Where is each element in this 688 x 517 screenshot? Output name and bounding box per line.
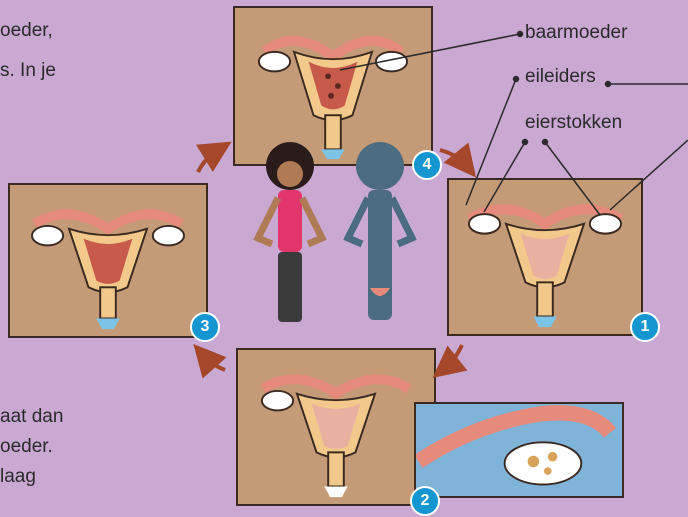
body-text-line: s. In je bbox=[0, 56, 56, 86]
uterus-illustration bbox=[238, 350, 434, 504]
uterus-illustration bbox=[449, 180, 641, 334]
body-text-line: laag bbox=[0, 462, 36, 492]
girls-illustration bbox=[240, 138, 430, 338]
step-badge-1: 1 bbox=[630, 312, 660, 342]
ovary-closeup-illustration bbox=[416, 404, 622, 496]
step-badge-2: 2 bbox=[410, 486, 440, 516]
panel-stage-2-inset bbox=[414, 402, 624, 498]
uterus-illustration bbox=[10, 185, 206, 336]
cycle-arrow bbox=[198, 150, 218, 172]
label-oviducts: eileiders bbox=[525, 66, 596, 88]
step-badge-4: 4 bbox=[412, 150, 442, 180]
body-text-line: oeder. bbox=[0, 432, 53, 462]
cycle-arrow bbox=[204, 356, 225, 370]
body-text-line: oeder, bbox=[0, 16, 53, 46]
label-ovaries: eierstokken bbox=[525, 112, 622, 134]
cycle-arrow bbox=[440, 150, 466, 165]
panel-stage-2 bbox=[236, 348, 436, 506]
panel-stage-3 bbox=[8, 183, 208, 338]
panel-stage-1 bbox=[447, 178, 643, 336]
cycle-arrow bbox=[445, 345, 462, 368]
step-badge-3: 3 bbox=[190, 312, 220, 342]
label-uterus: baarmoeder bbox=[525, 22, 627, 44]
body-text-line: aat dan bbox=[0, 402, 63, 432]
